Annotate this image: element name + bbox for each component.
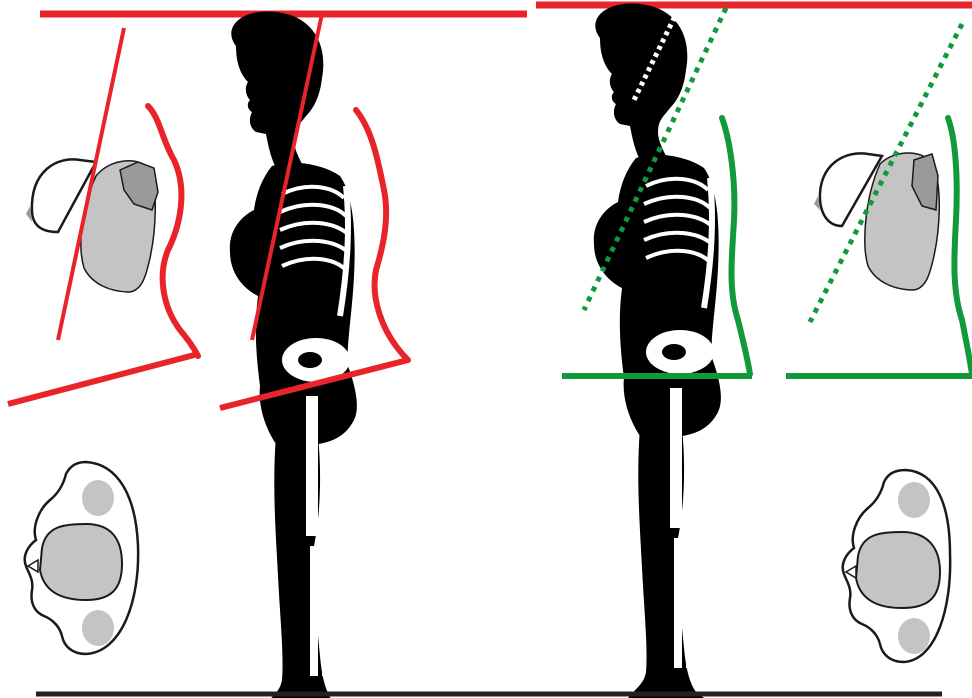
figure-spine-curve xyxy=(356,110,408,360)
skeleton-silhouette-icon xyxy=(594,3,721,698)
torso-side-section-icon xyxy=(865,153,939,290)
figure-spine-curve xyxy=(722,118,750,374)
torso-top-view-icon xyxy=(25,462,138,654)
spine-curve xyxy=(948,118,972,374)
skeleton-silhouette-icon xyxy=(230,11,357,698)
spine-curve xyxy=(148,106,198,356)
pelvis-tilt-line xyxy=(8,354,198,404)
good-posture-panel xyxy=(536,3,972,698)
torso-top-view-icon xyxy=(843,470,950,662)
poor-posture-panel xyxy=(8,11,527,698)
